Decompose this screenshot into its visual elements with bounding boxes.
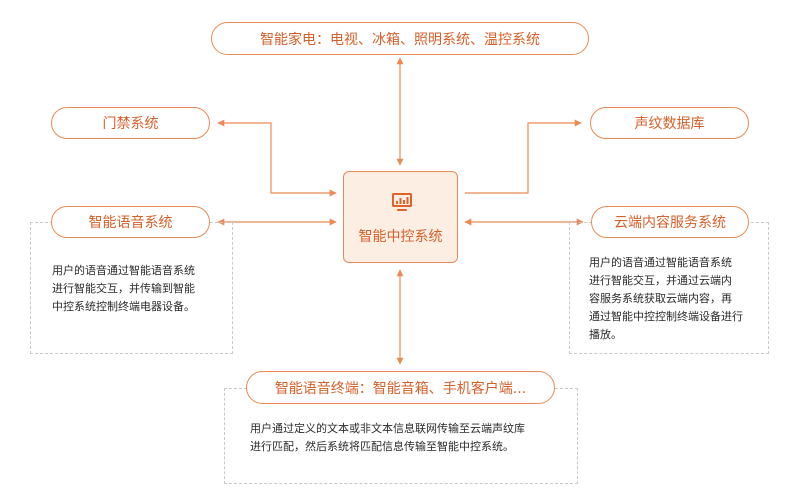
cloud-service-description: 用户的语音通过智能语音系统 进行智能交互，并通过云端内 容服务系统获取云端内容，… xyxy=(589,254,761,344)
description-line: 通过智能中控控制终端设备进行 xyxy=(589,310,743,323)
description-line: 进行匹配，然后系统将匹配信息传输至智能中控系统。 xyxy=(250,440,514,453)
access-control-node: 门禁系统 xyxy=(51,107,210,139)
voice-system-node: 智能语音系统 xyxy=(51,206,210,238)
description-line: 播放。 xyxy=(589,328,622,341)
voice-system-description: 用户的语音通过智能语音系统 进行智能交互，并传输到智能 中控系统控制终端电器设备… xyxy=(52,262,227,316)
voice-terminal-description: 用户通过定义的文本或非文本信息联网传输至云端声纹库 进行匹配，然后系统将匹配信息… xyxy=(250,420,572,456)
center-label: 智能中控系统 xyxy=(358,229,443,245)
arrow-center-voiceprint-db xyxy=(465,119,582,194)
appliances-node: 智能家电：电视、冰箱、照明系统、温控系统 xyxy=(211,22,589,55)
monitor-chart-icon xyxy=(392,193,412,211)
description-line: 中控系统控制终端电器设备。 xyxy=(52,300,195,313)
description-line: 进行智能交互，并传输到智能 xyxy=(52,282,195,295)
description-line: 用户通过定义的文本或非文本信息联网传输至云端声纹库 xyxy=(250,422,525,435)
voice-terminal-node: 智能语音终端：智能音箱、手机客户端... xyxy=(246,371,555,404)
voiceprint-db-node: 声纹数据库 xyxy=(590,107,749,139)
description-line: 用户的语音通过智能语音系统 xyxy=(589,256,732,269)
arrow-access-control-center xyxy=(217,119,337,197)
smart-central-control-node: 智能中控系统 xyxy=(343,171,458,263)
description-line: 容服务系统获取云端内容，再 xyxy=(589,292,732,305)
description-line: 用户的语音通过智能语音系统 xyxy=(52,264,195,277)
description-line: 进行智能交互，并通过云端内 xyxy=(589,274,732,287)
cloud-service-node: 云端内容服务系统 xyxy=(591,206,749,238)
